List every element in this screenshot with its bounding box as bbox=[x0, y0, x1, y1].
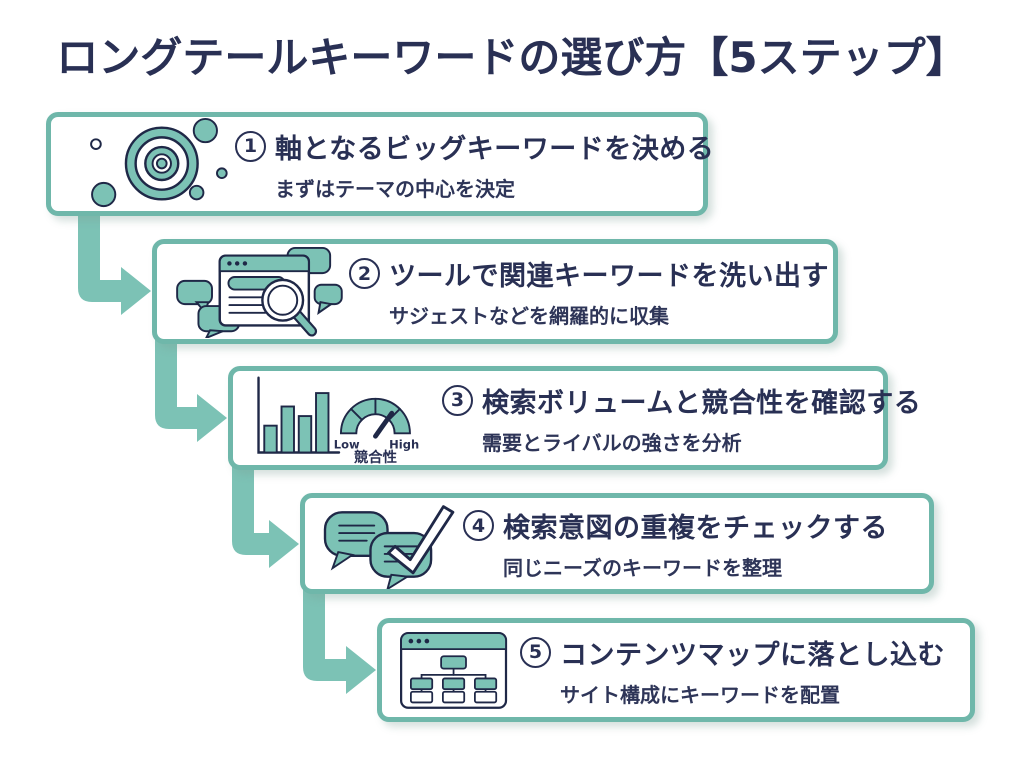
sitemap-icon bbox=[394, 626, 514, 714]
step-box-5: 5 コンテンツマップに落とし込む サイト構成にキーワードを配置 bbox=[377, 618, 975, 722]
arrow-step2-to-step3 bbox=[155, 336, 227, 442]
target-icon bbox=[81, 118, 229, 210]
step-heading: 軸となるビッグキーワードを決める bbox=[275, 133, 715, 165]
page-title: ロングテールキーワードの選び方【5ステップ】 bbox=[56, 33, 968, 82]
step-number: 4 bbox=[463, 510, 494, 541]
step-box-2: 2 ツールで関連キーワードを洗い出す サジェストなどを網羅的に収集 bbox=[152, 239, 838, 344]
step-number: 3 bbox=[442, 384, 473, 416]
gauge-icon: Low High 競合性 bbox=[334, 397, 419, 464]
gauge-low-label: Low bbox=[334, 438, 360, 452]
step-heading: 検索意図の重複をチェックする bbox=[503, 513, 888, 544]
chat-check-icon bbox=[319, 499, 457, 589]
browser-search-icon bbox=[173, 246, 343, 338]
bar-chart-and-gauge-icon: Low High 競合性 bbox=[247, 372, 432, 464]
step-subtitle: 同じニーズのキーワードを整理 bbox=[503, 556, 782, 580]
step-box-1: 1 軸となるビッグキーワードを決める まずはテーマの中心を決定 bbox=[46, 112, 714, 216]
step-subtitle: まずはテーマの中心を決定 bbox=[275, 176, 515, 201]
step-heading: ツールで関連キーワードを洗い出す bbox=[389, 261, 829, 292]
step-number: 2 bbox=[349, 258, 380, 289]
step-subtitle: サジェストなどを網羅的に収集 bbox=[389, 304, 669, 328]
step-subtitle: サイト構成にキーワードを配置 bbox=[560, 682, 840, 707]
arrow-step1-to-step2 bbox=[78, 208, 151, 315]
step-heading: コンテンツマップに落とし込む bbox=[560, 639, 945, 671]
step-number: 1 bbox=[235, 130, 266, 162]
gauge-high-label: High bbox=[389, 438, 419, 452]
step-number: 5 bbox=[520, 636, 551, 668]
step-heading: 検索ボリュームと競合性を確認する bbox=[482, 387, 922, 419]
bar-chart-icon bbox=[257, 376, 341, 454]
step-box-4: 4 検索意図の重複をチェックする 同じニーズのキーワードを整理 bbox=[300, 493, 934, 594]
check-icon bbox=[387, 504, 455, 574]
step-box-3: Low High 競合性 3 検索ボリュームと競合性を確認する 需要とライバルの… bbox=[228, 366, 921, 470]
tree-diagram bbox=[410, 655, 498, 704]
arrow-step4-to-step5 bbox=[303, 588, 376, 694]
arrow-step3-to-step4 bbox=[232, 462, 299, 568]
step-subtitle: 需要とライバルの強さを分析 bbox=[482, 430, 742, 455]
gauge-caption-label: 競合性 bbox=[354, 448, 397, 464]
magnifier-icon bbox=[261, 278, 318, 337]
